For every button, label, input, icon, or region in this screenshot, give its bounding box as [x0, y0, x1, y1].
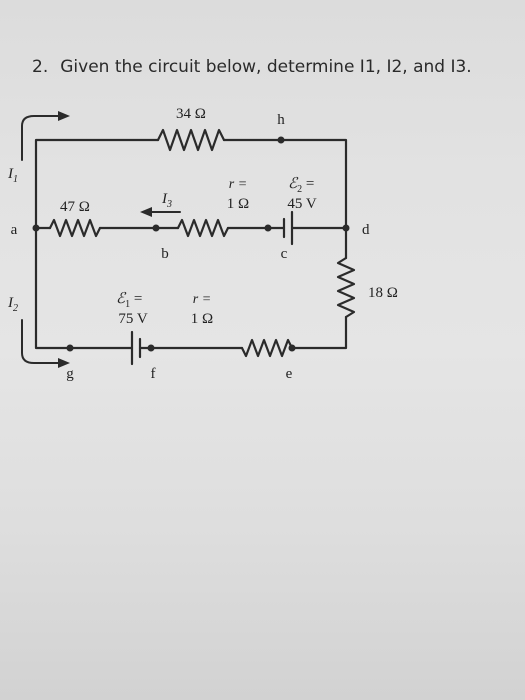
- label-emf1: ℰ1 =: [116, 291, 142, 310]
- label-node-b: b: [161, 246, 169, 262]
- label-node-a: a: [11, 222, 18, 238]
- label-current-i3: I3: [161, 191, 172, 210]
- bottom-left-wire: [34, 226, 134, 350]
- problem-number: 2.: [32, 57, 49, 77]
- label-emf2: ℰ2 =: [288, 176, 314, 195]
- label-current-i2: I2: [7, 295, 18, 314]
- node-b-dot: [152, 224, 160, 232]
- label-r-top: 34 Ω: [176, 106, 206, 122]
- label-r-left: 47 Ω: [60, 199, 90, 215]
- top-left-wire: [34, 138, 160, 230]
- label-r-right: 18 Ω: [368, 285, 398, 301]
- label-emf2-value: 45 V: [287, 196, 316, 212]
- node-g-dot: [66, 344, 74, 352]
- label-node-h: h: [277, 112, 285, 128]
- resistor-18-ohm: [336, 256, 356, 319]
- resistor-47-ohm: [48, 218, 102, 238]
- internal-resistor-r2: [176, 218, 230, 238]
- node-d-dot: [342, 224, 350, 232]
- node-f-dot: [147, 344, 155, 352]
- current-i1-arrowhead: [58, 111, 70, 121]
- current-i2-arrowhead: [58, 358, 70, 368]
- label-node-c: c: [281, 246, 288, 262]
- right-wire-bottom: [290, 315, 348, 350]
- label-node-e: e: [286, 366, 293, 382]
- label-r1-value: 1 Ω: [191, 311, 213, 327]
- node-a-dot: [32, 224, 40, 232]
- node-c-dot: [264, 224, 272, 232]
- label-current-i1: I1: [7, 166, 18, 185]
- resistor-34-ohm: [156, 128, 226, 152]
- internal-resistor-r1: [240, 338, 294, 358]
- label-emf1-value: 75 V: [118, 311, 147, 327]
- label-r2: r =: [229, 177, 247, 192]
- label-node-f: f: [151, 366, 156, 382]
- top-right-wire: [222, 138, 348, 230]
- label-node-g: g: [66, 366, 74, 382]
- node-h-dot: [277, 136, 285, 144]
- current-i2-arrow: [21, 319, 63, 364]
- current-i1-arrow: [21, 115, 63, 161]
- problem-statement: 2. Given the circuit below, determine I1,…: [32, 57, 472, 77]
- label-node-d: d: [362, 222, 370, 238]
- node-e-dot: [288, 344, 296, 352]
- label-r1: r =: [193, 292, 211, 307]
- problem-text: Given the circuit below, determine I1, I…: [60, 57, 472, 77]
- current-i3-arrowhead: [140, 207, 152, 217]
- label-r2-value: 1 Ω: [227, 196, 249, 212]
